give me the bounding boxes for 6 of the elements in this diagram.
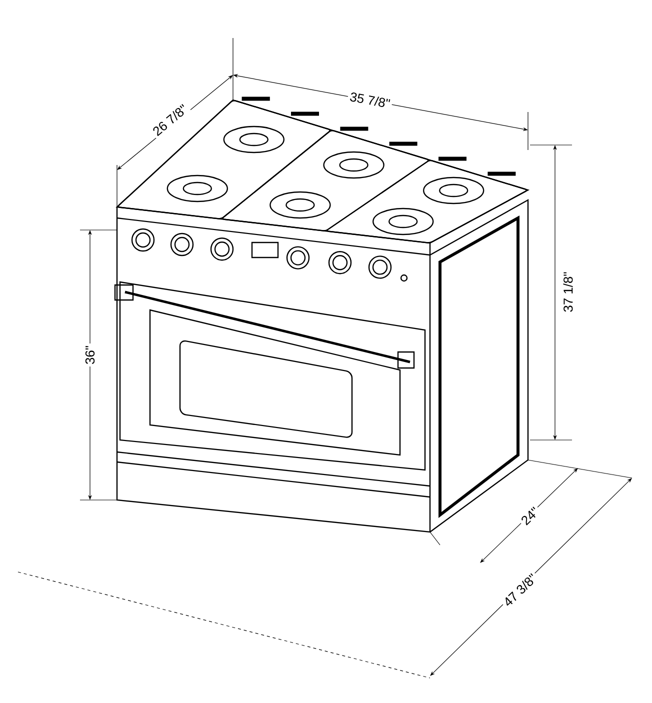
dimension-label: 47 3/8" <box>499 570 541 610</box>
dimension-label: 37 1/8" <box>561 270 575 314</box>
dimension-label: 36" <box>83 344 97 366</box>
dimension-label: 26 7/8" <box>148 100 192 140</box>
dimension-label: 35 7/8" <box>346 89 394 111</box>
dimension-label: 24" <box>517 503 543 529</box>
